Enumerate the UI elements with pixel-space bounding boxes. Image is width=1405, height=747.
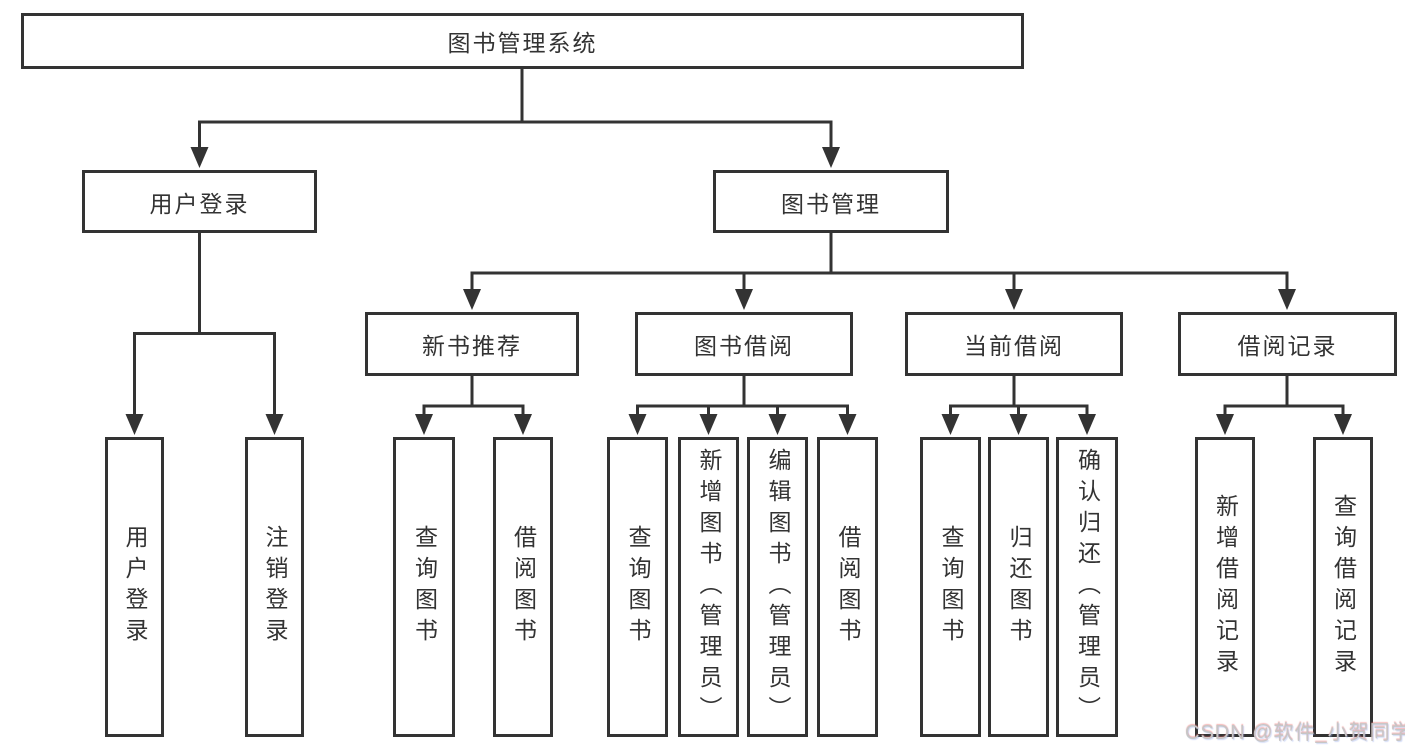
leaf-add-book-admin: 新增图书（管理员）: [678, 437, 739, 737]
leaf-borrow-books-recommend: 借阅图书: [493, 437, 553, 737]
leaf-edit-book-admin: 编辑图书（管理员）: [747, 437, 808, 737]
leaf-borrow-books-borrow: 借阅图书: [817, 437, 878, 737]
leaf-query-borrow-record: 查询借阅记录: [1313, 437, 1373, 737]
leaf-user-login: 用户登录: [105, 437, 164, 737]
leaf-logout: 注销登录: [245, 437, 304, 737]
leaf-query-books-recommend: 查询图书: [393, 437, 455, 737]
csdn-watermark: CSDN @软件_小贺同学: [1185, 722, 1405, 744]
node-current-borrow: 当前借阅: [905, 312, 1123, 376]
node-user-login: 用户登录: [82, 170, 317, 233]
leaf-query-books-current: 查询图书: [920, 437, 981, 737]
leaf-return-books: 归还图书: [988, 437, 1049, 737]
node-book-management: 图书管理: [713, 170, 949, 233]
node-book-borrow: 图书借阅: [635, 312, 853, 376]
leaf-confirm-return-admin: 确认归还（管理员）: [1056, 437, 1118, 737]
leaf-query-books-borrow: 查询图书: [607, 437, 668, 737]
node-new-book-recommend: 新书推荐: [365, 312, 579, 376]
leaf-add-borrow-record: 新增借阅记录: [1195, 437, 1255, 737]
node-borrow-records: 借阅记录: [1178, 312, 1397, 376]
node-library-management-system: 图书管理系统: [21, 13, 1024, 69]
